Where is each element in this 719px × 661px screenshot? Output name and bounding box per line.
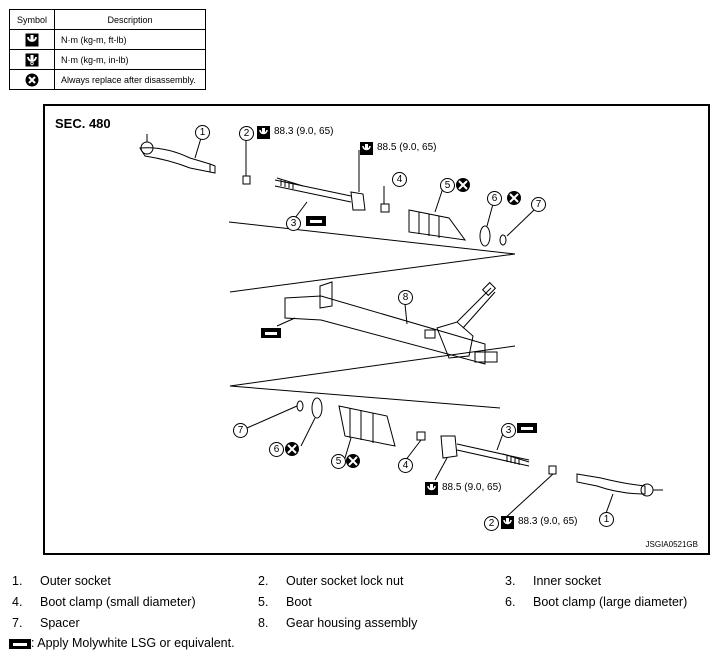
callout-7-top: 7 — [531, 197, 546, 212]
grease-icon — [517, 423, 537, 433]
callout-4-top: 4 — [392, 172, 407, 187]
symbol-table: Symbol Description N·m (kg-m, ft-lb) N·m… — [9, 9, 206, 90]
diagram-drawing — [139, 126, 663, 529]
callout-2-bottom: 2 — [484, 516, 499, 531]
torque-top-inner: 88.5 (9.0, 65) — [377, 142, 437, 153]
replace-x-icon — [285, 442, 299, 456]
symbol-desc-inlb: N·m (kg-m, in-lb) — [54, 49, 206, 70]
grease-icon — [261, 328, 281, 338]
callout-5-top: 5 — [440, 178, 455, 193]
grease-icon — [9, 638, 31, 649]
callout-3-bottom: 3 — [501, 423, 516, 438]
torque-wrench-icon — [25, 33, 39, 46]
replace-x-icon — [25, 73, 39, 86]
torque-wrench-icon — [360, 142, 373, 155]
torque-wrench-icon — [425, 482, 438, 495]
torque-bottom-inner: 88.5 (9.0, 65) — [442, 482, 502, 493]
symbol-header: Symbol — [9, 9, 55, 30]
callout-6-top: 6 — [487, 191, 502, 206]
description-header: Description — [54, 9, 206, 30]
torque-wrench-small-icon — [25, 53, 39, 66]
torque-bottom-lock-nut: 88.3 (9.0, 65) — [518, 516, 578, 527]
grease-note-text: : Apply Molywhite LSG or equivalent. — [31, 636, 235, 650]
grease-note: : Apply Molywhite LSG or equivalent. — [9, 636, 235, 650]
replace-x-icon — [346, 454, 360, 468]
replace-x-icon — [507, 191, 521, 205]
figure-id: JSGIA0521GB — [645, 540, 698, 549]
callout-1-bottom: 1 — [599, 512, 614, 527]
legend-item: 2.Outer socket lock nut — [258, 574, 404, 588]
callout-8: 8 — [398, 290, 413, 305]
legend-item: 7.Spacer — [12, 616, 80, 630]
torque-wrench-icon — [257, 126, 270, 139]
callout-3-top: 3 — [286, 216, 301, 231]
grease-icon — [306, 216, 326, 226]
legend-item: 5.Boot — [258, 595, 312, 609]
legend-item: 1.Outer socket — [12, 574, 111, 588]
torque-wrench-icon — [501, 516, 514, 529]
legend-item: 6.Boot clamp (large diameter) — [505, 595, 688, 609]
callout-5-bottom: 5 — [331, 454, 346, 469]
callout-6-bottom: 6 — [269, 442, 284, 457]
symbol-desc-replace: Always replace after disassembly. — [54, 69, 206, 90]
legend-item: 8.Gear housing assembly — [258, 616, 418, 630]
replace-x-icon — [456, 178, 470, 192]
callout-4-bottom: 4 — [398, 458, 413, 473]
callout-2-top: 2 — [239, 126, 254, 141]
exploded-diagram: SEC. 480 JSGIA0521GB 88.3 (9.0, 65) 88.5… — [43, 104, 710, 555]
torque-top-lock-nut: 88.3 (9.0, 65) — [274, 126, 334, 137]
section-label: SEC. 480 — [55, 116, 111, 131]
legend-item: 3.Inner socket — [505, 574, 602, 588]
callout-7-bottom: 7 — [233, 423, 248, 438]
symbol-desc-ftlb: N·m (kg-m, ft-lb) — [54, 29, 206, 50]
legend-item: 4.Boot clamp (small diameter) — [12, 595, 196, 609]
callout-1-top: 1 — [195, 125, 210, 140]
